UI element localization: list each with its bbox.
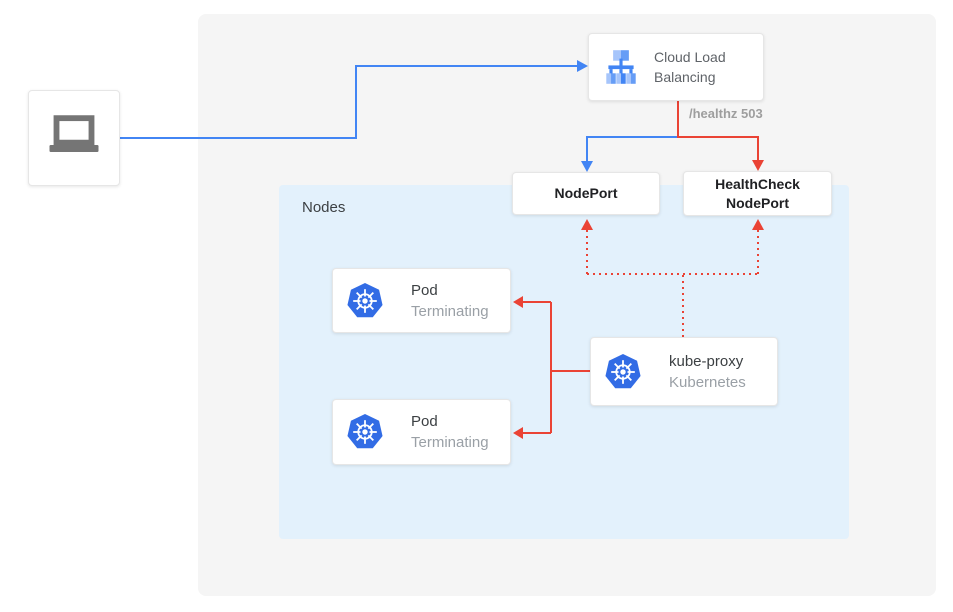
kubernetes-icon: [347, 414, 383, 449]
nodeport-card: NodePort: [512, 172, 660, 215]
kube-proxy-text: kube-proxy Kubernetes: [669, 351, 746, 393]
laptop-icon: [49, 115, 99, 152]
nodeport-label: NodePort: [554, 185, 618, 201]
nodes-panel-label: Nodes: [302, 199, 346, 216]
healthcheck-nodeport-label-line2: NodePort: [726, 194, 789, 211]
cloud-load-balancing-label: Cloud Load Balancing: [654, 47, 726, 87]
cloud-load-balancing-icon: [606, 50, 636, 84]
kubernetes-icon: [605, 353, 641, 388]
healthcheck-nodeport-label-line1: HealthCheck: [715, 175, 800, 192]
pod-title: Pod: [411, 413, 438, 430]
clb-label-line1: Cloud Load: [654, 49, 726, 65]
client-laptop-card: [28, 90, 120, 186]
kubernetes-icon: [347, 282, 383, 317]
pod-terminating-card-top: Pod Terminating: [332, 268, 511, 333]
kube-proxy-subtitle: Kubernetes: [669, 373, 746, 391]
pod-status: Terminating: [411, 434, 489, 451]
pod-terminating-card-bottom: Pod Terminating: [332, 399, 511, 465]
cloud-load-balancing-card: Cloud Load Balancing: [588, 33, 764, 101]
pod-status: Terminating: [411, 302, 489, 320]
kube-proxy-card: kube-proxy Kubernetes: [590, 337, 778, 406]
healthcheck-nodeport-card: HealthCheck NodePort: [683, 171, 832, 216]
healthz-status-label: /healthz 503: [689, 106, 763, 121]
kube-proxy-title: kube-proxy: [669, 352, 744, 370]
pod-text: Pod Terminating: [411, 411, 489, 453]
pod-text: Pod Terminating: [411, 280, 489, 322]
pod-title: Pod: [411, 281, 438, 299]
clb-label-line2: Balancing: [654, 69, 716, 85]
